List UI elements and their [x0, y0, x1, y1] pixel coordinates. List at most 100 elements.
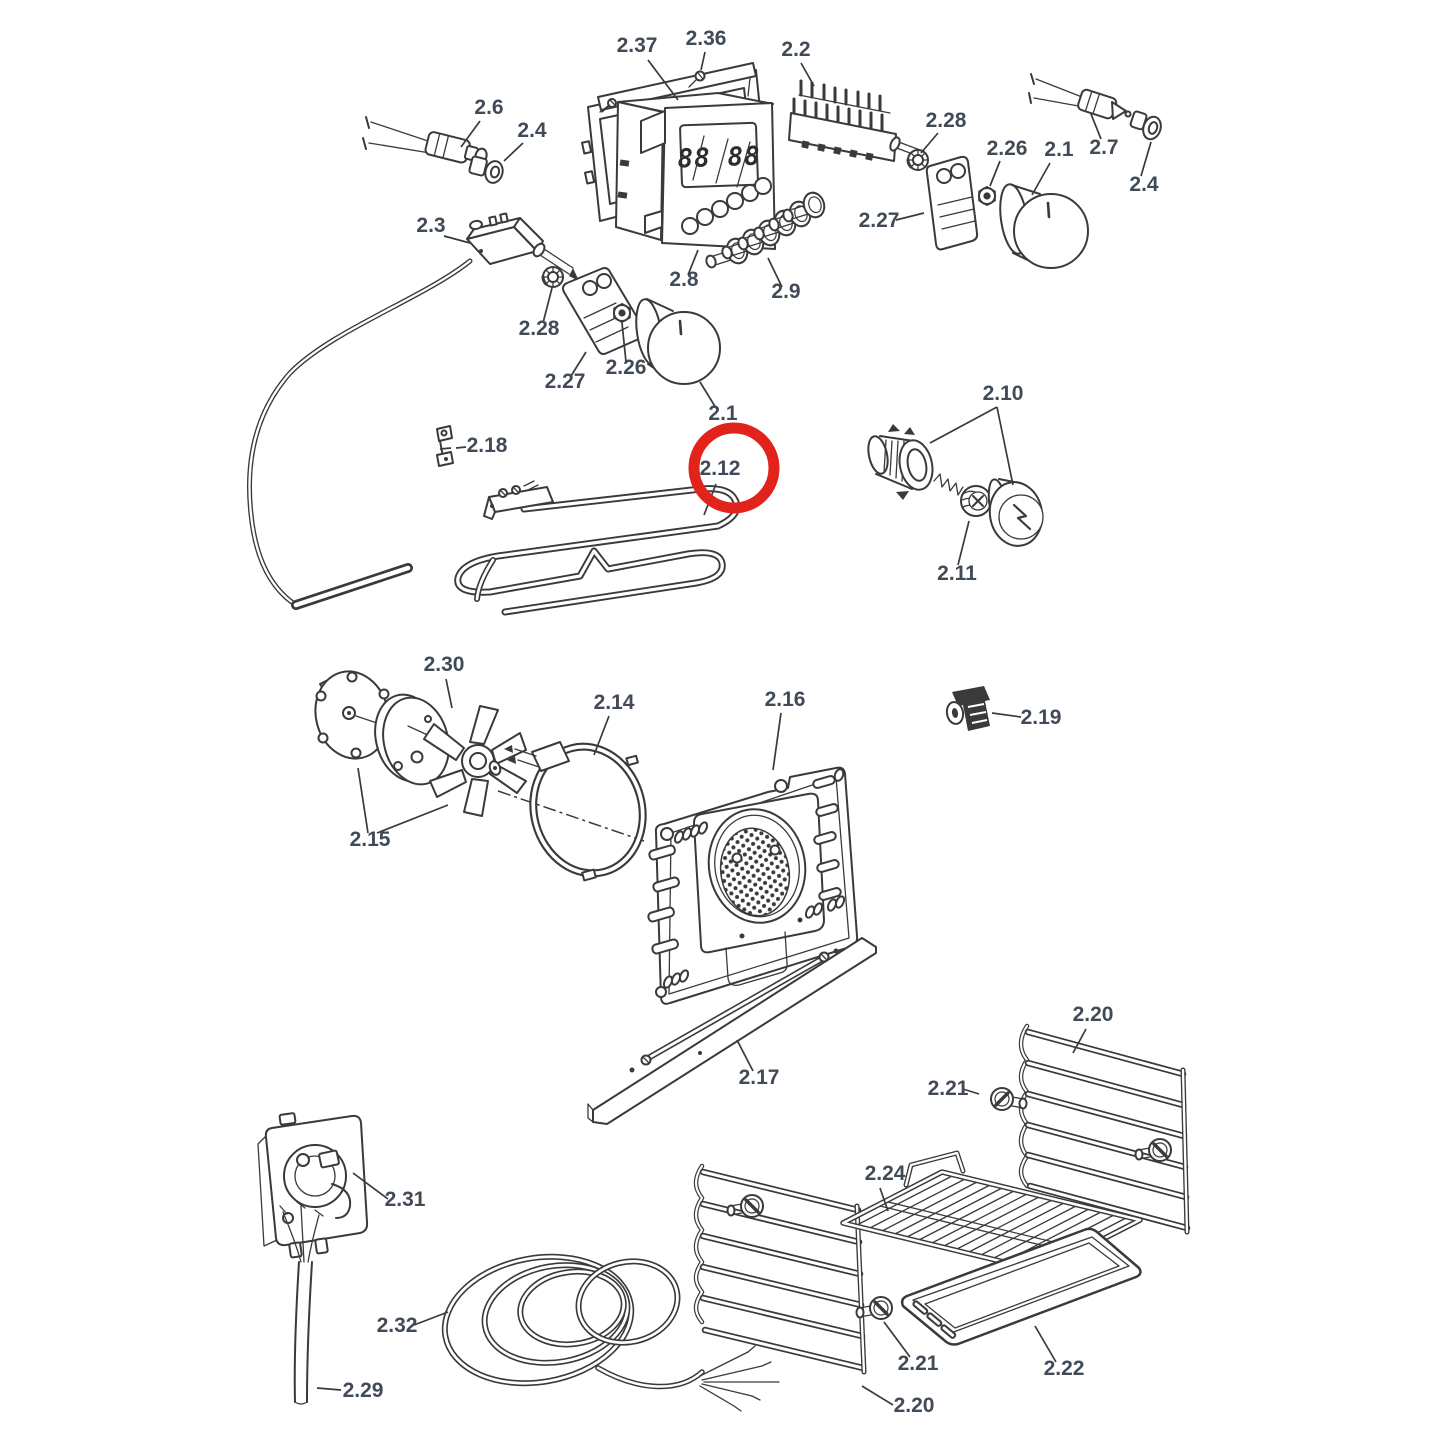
part-2.26-nut-left: [613, 303, 631, 323]
part-label-2.8: 2.8: [669, 268, 699, 291]
part-label-2.17: 2.17: [739, 1066, 780, 1089]
part-2.4-grommet-left: [468, 155, 504, 184]
part-2.31-terminal-block: [257, 1112, 369, 1259]
tube-inner-line: [701, 1170, 860, 1212]
leader-line-2.4-left: [503, 142, 524, 162]
part-2.22-baking-tray: [900, 1227, 1142, 1346]
leader-line-2.18: [439, 447, 452, 450]
leader-line-2.21-bottom: [883, 1321, 911, 1358]
leader-line-2.7: [1090, 113, 1102, 140]
tube-inner-line: [904, 1151, 965, 1187]
part-2.2-selector-switch: [788, 79, 928, 162]
leader-line-2.1-right: [1031, 162, 1051, 196]
part-label-2.31: 2.31: [385, 1188, 426, 1211]
tube-inner-line: [1026, 1092, 1186, 1138]
timer-display-digits: 88 88: [677, 142, 761, 175]
tube-inner-line: [1026, 1030, 1185, 1076]
part-label-2.15: 2.15: [350, 828, 391, 851]
part-label-2.9: 2.9: [771, 280, 800, 303]
leader-line-2.27-right: [895, 212, 925, 221]
leader-line-2.31: [352, 1172, 389, 1200]
part-2.14-circular-element: [504, 741, 647, 882]
leader-line-2.2: [800, 62, 815, 87]
tube-inner-line: [703, 1328, 865, 1370]
part-label-2.27-left: 2.27: [545, 370, 586, 393]
part-2.29-cable: [279, 1201, 324, 1405]
part-2.16-back-panel: [647, 766, 859, 1005]
part-2.19-clip: [945, 686, 990, 731]
part-label-2.20-bottom: 2.20: [894, 1394, 935, 1417]
tube-inner-line: [456, 487, 739, 614]
tube-inner-line: [648, 958, 822, 1059]
leader-line-2.14: [593, 715, 610, 756]
part-label-2.36: 2.36: [686, 27, 727, 50]
leader-line-2.20-bottom: [861, 1385, 894, 1406]
leader-line-2.30: [445, 678, 453, 709]
part-label-2.4-right: 2.4: [1129, 173, 1159, 196]
leader-line-2.24: [879, 1187, 889, 1212]
leader-line-2.22: [1034, 1325, 1057, 1363]
leader-line-2.37: [647, 59, 679, 101]
part-label-2.24: 2.24: [865, 1162, 906, 1185]
leader-line-2.15: [376, 804, 449, 834]
part-label-2.21-bottom: 2.21: [898, 1352, 939, 1375]
leader-line-2.32: [413, 1311, 449, 1326]
part-2.28-nut-right: [906, 148, 930, 172]
part-2.11-bulb: [933, 473, 992, 517]
leader-line-2.4-right: [1140, 141, 1152, 177]
part-label-2.26-right: 2.26: [987, 137, 1028, 160]
tube-inner-line: [701, 1234, 862, 1276]
part-label-2.14: 2.14: [594, 691, 635, 714]
part-2.7-sensor: [1028, 73, 1132, 120]
part-2.27-bracket-left: [562, 267, 646, 355]
part-2.20-shelf-rack-right: [1018, 1023, 1191, 1235]
leader-line-2.11: [957, 520, 970, 566]
part-2.3-thermostat: [247, 212, 579, 610]
part-2.28-nut-left: [541, 265, 565, 289]
leader-line-2.21-top: [962, 1088, 980, 1095]
part-label-2.27-right: 2.27: [859, 209, 900, 232]
tube-inner-line: [694, 1164, 704, 1324]
part-2.26-nut-right: [978, 186, 996, 206]
tube-inner-line: [855, 1204, 866, 1374]
part-2.30-fan-motor: [314, 670, 450, 786]
leader-line-2.6: [460, 120, 481, 148]
part-label-2.1-left: 2.1: [708, 402, 738, 425]
part-2.17-strip: [587, 937, 877, 1125]
part-2.12-grill-element: [454, 480, 741, 616]
part-label-2.28-left: 2.28: [519, 317, 560, 340]
tube-inner-line: [577, 1259, 679, 1345]
part-2.15-fan-blade: [423, 705, 645, 842]
leader-line-2.26-right: [989, 160, 1001, 187]
tube-inner-line: [1026, 1153, 1188, 1199]
part-label-2.37: 2.37: [617, 34, 658, 57]
part-label-2.28-right: 2.28: [926, 109, 967, 132]
part-2.6-sensor: [362, 116, 488, 165]
tube-inner-line: [1026, 1061, 1185, 1107]
leader-line-2.3: [443, 235, 471, 244]
leader-line-2.17: [736, 1039, 754, 1072]
part-2.10-lamp-glass: [987, 478, 1044, 547]
leader-line-2.15: [357, 767, 369, 834]
tube-inner-line: [701, 1265, 863, 1307]
part-label-2.32: 2.32: [377, 1314, 418, 1337]
leader-line-2.36: [700, 51, 706, 71]
part-label-2.30: 2.30: [424, 653, 465, 676]
part-label-2.2: 2.2: [781, 38, 810, 61]
tube-inner-line: [483, 1263, 629, 1365]
leader-line-2.29: [316, 1387, 342, 1391]
part-2.36-screw: [601, 70, 706, 113]
highlight-circle-2.12: [688, 422, 780, 514]
tube-inner-line: [1181, 1068, 1189, 1234]
leader-line-2.10: [929, 406, 998, 444]
leader-line-2.28-left: [542, 287, 553, 324]
tube-inner-line: [475, 558, 495, 601]
highlight-layer: [688, 422, 780, 514]
leader-line-2.1-left: [699, 381, 717, 409]
part-label-2.16: 2.16: [765, 688, 806, 711]
leader-line-2.16: [772, 712, 782, 771]
part-2.27-bracket-right: [925, 155, 979, 251]
